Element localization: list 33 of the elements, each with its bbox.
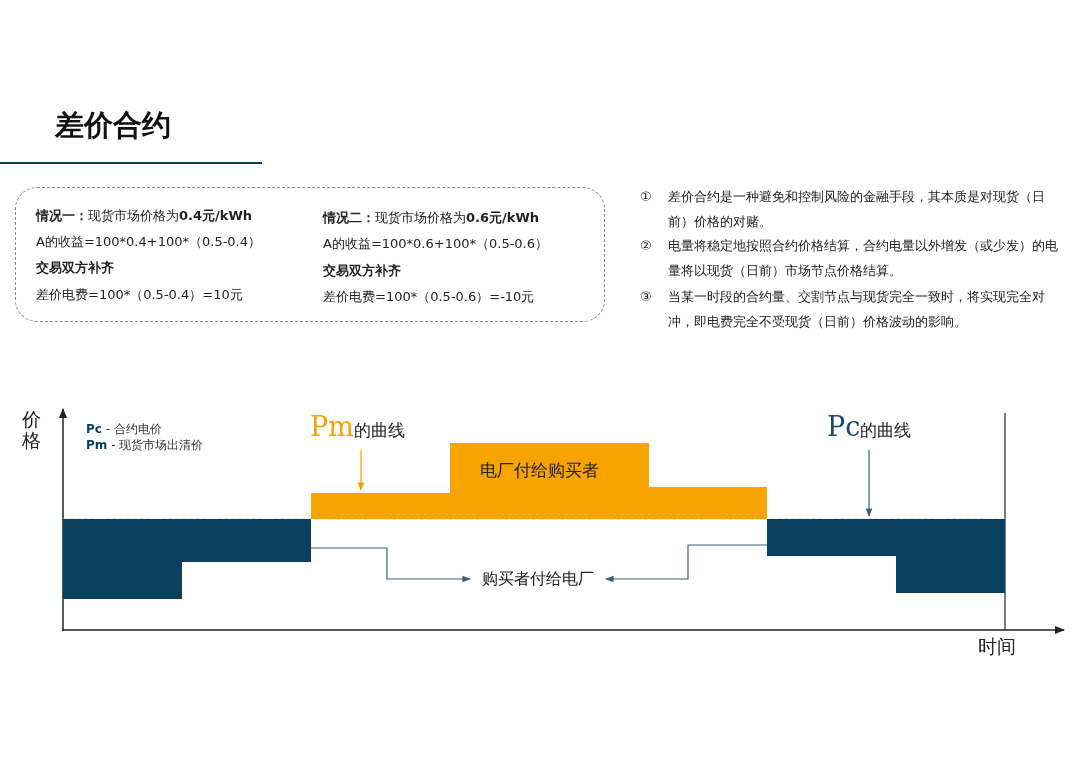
flow-label: 购买者付给电厂 [470, 568, 606, 590]
case-text: 差价电费=100*（0.5-0.4）=10元 [36, 286, 243, 304]
arrow [357, 449, 365, 491]
list-number: ③ [640, 288, 652, 306]
curve-symbol: Pm [310, 411, 354, 442]
arrow [605, 544, 768, 583]
curve-label: 的曲线 [860, 420, 912, 440]
axis-label: 价格 [22, 409, 41, 451]
arrow [310, 547, 471, 583]
list-number: ② [640, 237, 652, 255]
note-text: 当某一时段的合约量、交割节点与现货完全一致时，将实现完全对冲，即电费完全不受现货（日前）价格波动的影响。 [668, 288, 1046, 331]
stepped-bar [63, 519, 311, 599]
dashed-panel [15, 187, 605, 322]
note-text: 差价合约是一种避免和控制风险的金融手段，其本质是对现货（日前）价格的对赌。 [668, 188, 1046, 231]
case-text: 交易双方补齐 [36, 259, 114, 277]
stepped-bar [767, 519, 1005, 593]
case-text: 情况一：现货市场价格为0.4元/kWh [36, 207, 253, 225]
case-text: A的收益=100*0.6+100*（0.5-0.6） [323, 235, 549, 253]
list-number: ① [640, 188, 652, 206]
curve-symbol: Pc [827, 411, 861, 442]
arrow [865, 449, 873, 517]
case-text: 情况二：现货市场价格为0.6元/kWh [323, 209, 540, 227]
case-text: A的收益=100*0.4+100*（0.5-0.4） [36, 233, 262, 251]
case-text: 交易双方补齐 [323, 262, 401, 280]
legend-text: Pm - 现货市场出清价 [86, 437, 204, 453]
curve-label: 的曲线 [353, 420, 405, 440]
area-label: 电厂付给购买者 [478, 459, 600, 481]
axis-label: 时间 [978, 634, 1016, 659]
case-text: 差价电费=100*（0.5-0.6）=-10元 [323, 288, 535, 306]
title: 差价合约 [55, 107, 171, 144]
legend-text: Pc - 合约电价 [86, 421, 162, 437]
stepped-area [311, 443, 767, 519]
note-text: 电量将稳定地按照合约价格结算，合约电量以外增发（或少发）的电量将以现货（日前）市场节点价格结算。 [668, 237, 1058, 280]
